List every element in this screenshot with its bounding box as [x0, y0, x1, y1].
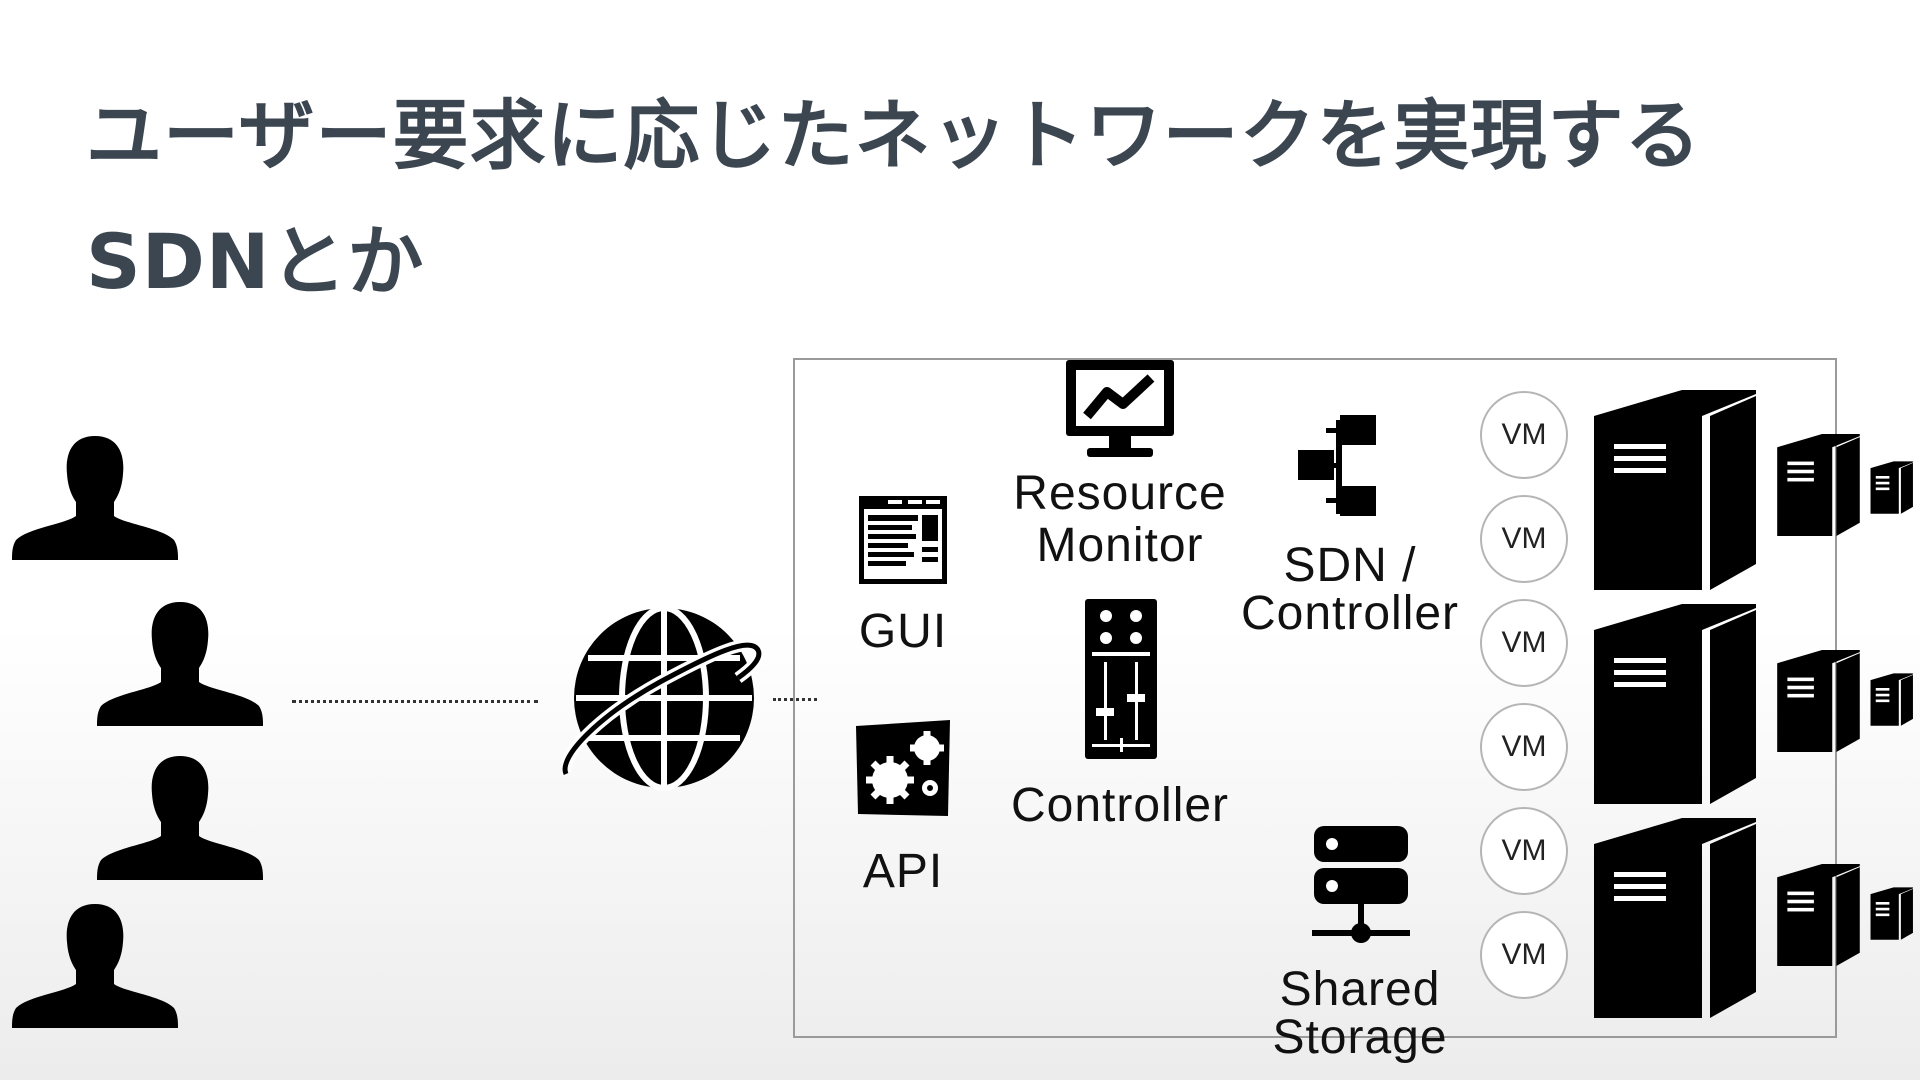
page-title: ユーザー要求に応じたネットワークを実現する [86, 91, 1702, 180]
shared-storage-label-2: Storage [1272, 1011, 1448, 1064]
api-label: API [862, 845, 944, 898]
resource-monitor-label-2: Monitor [1036, 519, 1204, 572]
page-subtitle: SDNとか [86, 217, 425, 306]
user-icon [97, 756, 263, 880]
user-icon [97, 602, 263, 726]
server-tower-icon [1870, 887, 1913, 940]
user-icon [12, 436, 178, 560]
vm-badge: VM [1480, 703, 1568, 791]
gui-window-icon [859, 496, 947, 584]
user-icon [12, 904, 178, 1028]
controller-label: Controller [1010, 779, 1230, 832]
server-tower-icon [1777, 864, 1860, 966]
server-tower-icon [1870, 461, 1913, 514]
gui-label: GUI [858, 605, 948, 658]
connector-users-globe [292, 700, 538, 703]
monitor-chart-icon [1066, 360, 1174, 457]
vm-badge: VM [1480, 495, 1568, 583]
sdn-controller-label-1: SDN / [1283, 539, 1417, 592]
vm-badge: VM [1480, 599, 1568, 687]
server-tower-icon [1594, 390, 1756, 590]
server-tower-icon [1594, 604, 1756, 804]
globe-icon [562, 606, 762, 791]
server-tower-icon [1594, 818, 1756, 1018]
api-gears-icon [856, 720, 950, 816]
vm-badge: VM [1480, 807, 1568, 895]
vm-badge: VM [1480, 911, 1568, 999]
server-tower-icon [1870, 673, 1913, 726]
server-tower-icon [1777, 434, 1860, 536]
network-tree-icon [1298, 415, 1376, 516]
server-tower-icon [1777, 650, 1860, 752]
system-boundary [793, 358, 1837, 1038]
shared-storage-label-1: Shared [1279, 963, 1441, 1016]
resource-monitor-label-1: Resource [1013, 467, 1227, 520]
vm-badge: VM [1480, 391, 1568, 479]
connector-globe-system [773, 698, 817, 701]
storage-server-icon [1312, 826, 1410, 943]
mixer-controller-icon [1085, 599, 1157, 759]
sdn-controller-label-2: Controller [1240, 587, 1460, 640]
